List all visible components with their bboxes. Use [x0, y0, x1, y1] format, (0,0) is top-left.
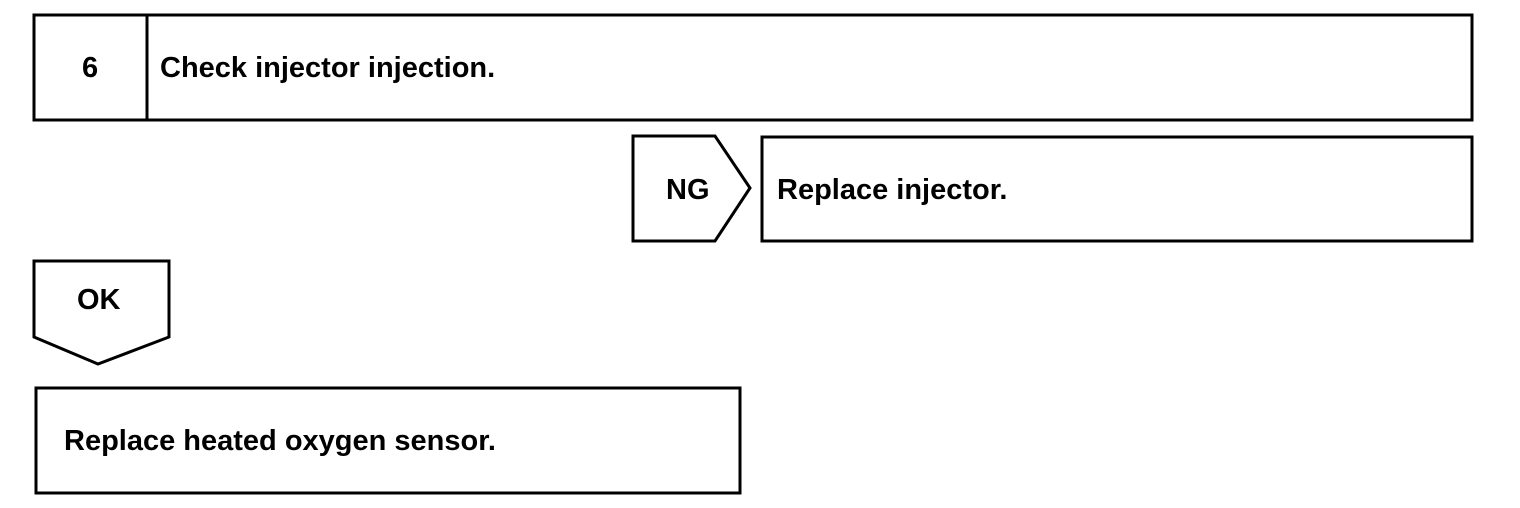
step-box [32, 13, 1474, 122]
ng-action-box [760, 135, 1474, 243]
ng-arrow-shape [631, 134, 752, 243]
ok-label: OK [77, 284, 121, 316]
ng-label: NG [666, 174, 710, 206]
ng-action-text: Replace injector. [777, 174, 1008, 206]
step-number: 6 [82, 52, 99, 84]
step-title: Check injector injection. [160, 52, 496, 84]
ok-arrow-shape [32, 259, 171, 366]
ok-action-box [34, 386, 742, 495]
ok-action-text: Replace heated oxygen sensor. [64, 425, 496, 457]
